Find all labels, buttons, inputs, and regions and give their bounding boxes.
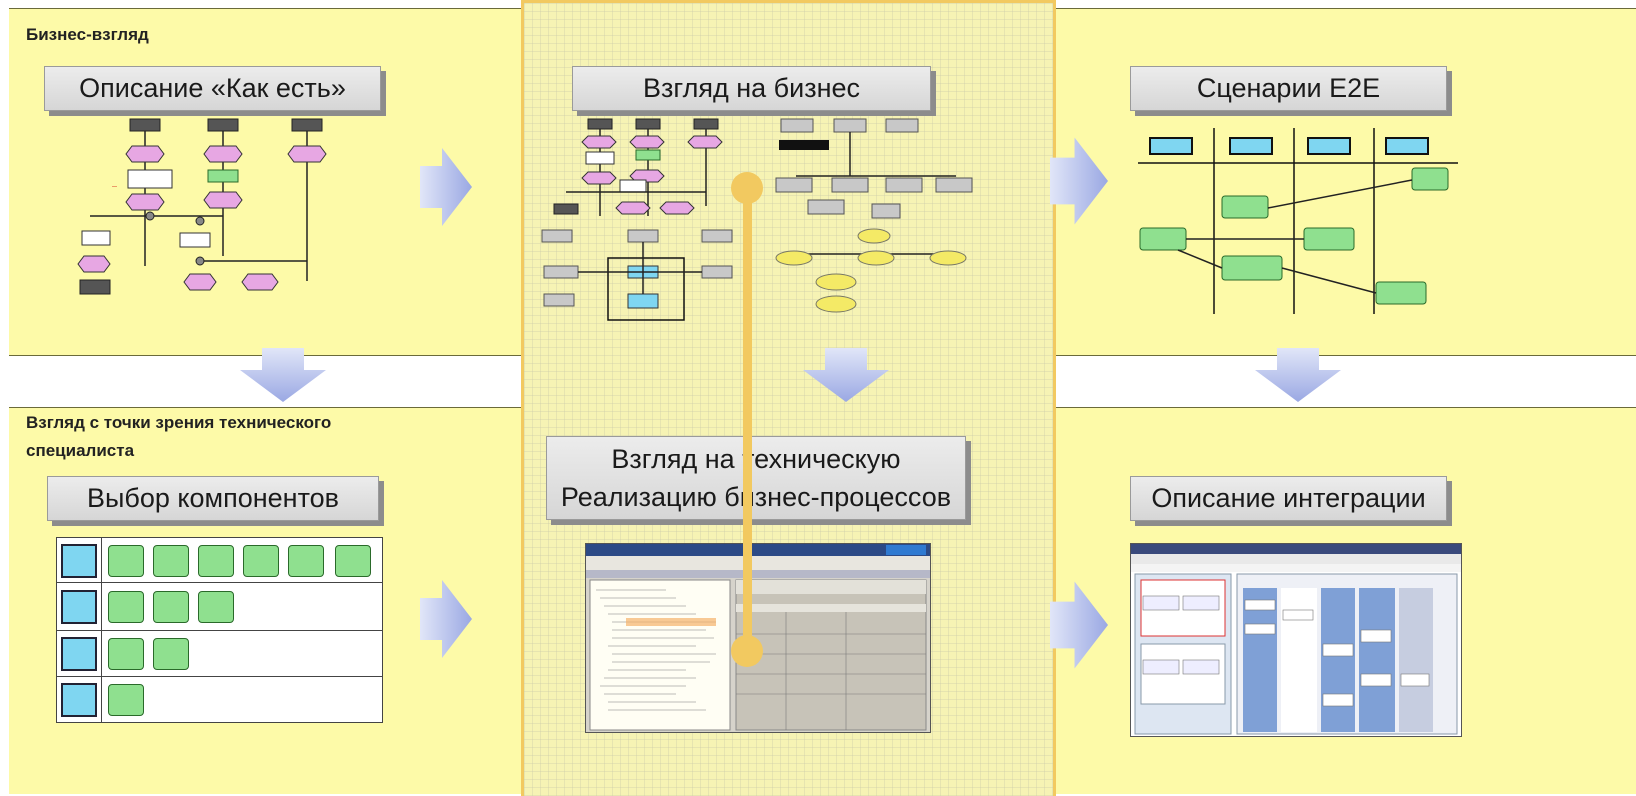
svg-text:—: — (112, 184, 117, 190)
chevron-arrow-down-icon (240, 348, 326, 402)
as-is-title-box[interactable]: Описание «Как есть» (44, 66, 381, 111)
process-step-icon (198, 591, 234, 623)
business-view-thumbnail (536, 116, 1006, 322)
process-step-icon (108, 638, 144, 670)
components-row (57, 676, 382, 722)
components-title-box[interactable]: Выбор компонентов (47, 476, 379, 521)
technical-implementation-line2: Реализацию бизнес-процессов (560, 482, 952, 512)
process-step-icon (153, 591, 189, 623)
connector-top-dot (731, 172, 763, 204)
process-step-icon (243, 545, 279, 577)
process-step-icon (335, 545, 371, 577)
technical-implementation-line1: Взгляд на техническую (611, 444, 901, 474)
chevron-arrow-right-icon (1050, 137, 1108, 225)
components-row (57, 630, 382, 677)
process-step-icon (153, 545, 189, 577)
technical-implementation-title-box[interactable]: Взгляд на техническую Реализацию бизнес-… (546, 436, 966, 520)
center-connector-line (743, 186, 752, 652)
integration-title-box[interactable]: Описание интеграции (1130, 476, 1447, 521)
chevron-arrow-right-icon (1050, 581, 1108, 669)
process-step-icon (153, 638, 189, 670)
as-is-process-thumbnail: — (60, 116, 350, 302)
chevron-arrow-down-icon (803, 348, 889, 402)
business-view-label: Бизнес-взгляд (26, 25, 149, 44)
technical-app-screenshot-thumbnail (585, 543, 931, 733)
process-step-icon (108, 684, 144, 716)
component-system-icon (61, 590, 97, 624)
component-system-icon (61, 683, 97, 717)
process-step-icon (108, 545, 144, 577)
technical-view-label: Взгляд с точки зрения технического специ… (26, 413, 332, 460)
chevron-arrow-right-icon (420, 148, 472, 226)
process-step-icon (108, 591, 144, 623)
e2e-swimlane-thumbnail (1138, 128, 1458, 314)
chevron-arrow-down-icon (1255, 348, 1341, 402)
business-view-title-box[interactable]: Взгляд на бизнес (572, 66, 931, 111)
components-table (56, 537, 383, 723)
process-step-icon (198, 545, 234, 577)
e2e-scenarios-title-box[interactable]: Сценарии E2E (1130, 66, 1447, 111)
process-step-icon (288, 545, 324, 577)
component-system-icon (61, 544, 97, 578)
connector-bottom-dot (731, 635, 763, 667)
component-system-icon (61, 637, 97, 671)
components-row (57, 538, 382, 583)
components-row (57, 582, 382, 631)
integration-app-screenshot-thumbnail (1130, 543, 1462, 737)
chevron-arrow-right-icon (420, 580, 472, 658)
